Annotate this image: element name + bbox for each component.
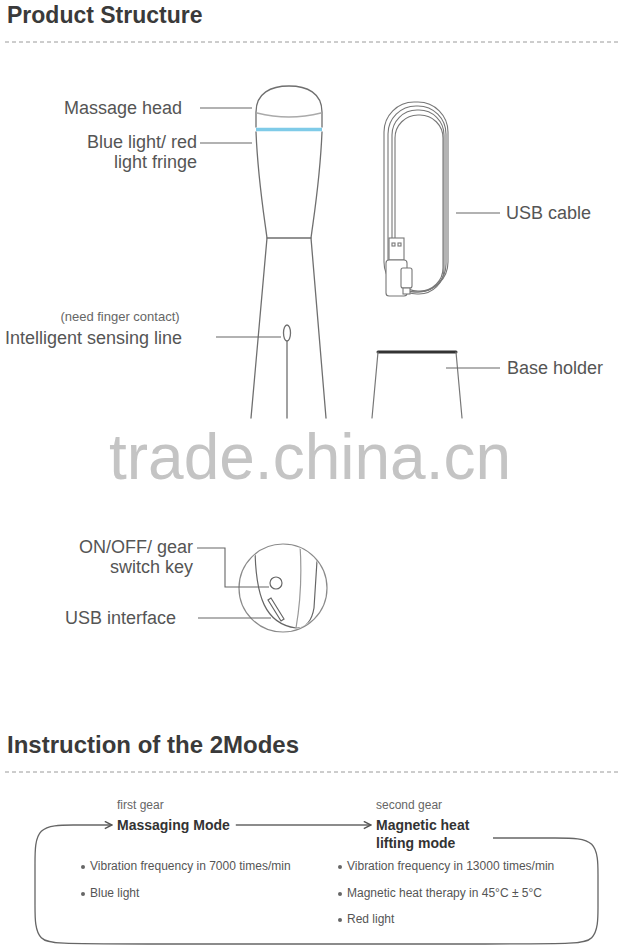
light-fringe (256, 128, 322, 132)
usb-plug (389, 238, 404, 260)
mode-box: first gearMassaging Mode (117, 798, 230, 834)
wand-body (251, 132, 267, 418)
mode-box: second gearMagnetic heat lifting mode (376, 798, 488, 852)
part-name: Blue light/ red light fringe (77, 132, 197, 172)
bullet-dot (81, 892, 85, 896)
part-name: Base holder (507, 357, 619, 379)
bullet-dot (338, 892, 342, 896)
section-heading: Product Structure (7, 2, 203, 29)
leader-line (197, 548, 269, 587)
leader-line (456, 212, 500, 213)
feature-item: Vibration frequency in 13000 times/min (347, 859, 593, 873)
wand-bottom (296, 545, 301, 628)
base-holder (378, 351, 456, 354)
dashed-rule (5, 772, 621, 773)
mode-title: Massaging Mode (117, 816, 230, 834)
feature-item: Red light (347, 912, 593, 926)
base-holder (372, 352, 462, 418)
usb-plug (392, 243, 395, 246)
gear-label: second gear (376, 798, 488, 813)
part-name: USB cable (506, 202, 618, 224)
sensing-line (286, 341, 287, 418)
leader-line (446, 367, 500, 368)
part-name: Intelligent sensing line (5, 327, 210, 349)
part-name: USB interface (65, 607, 190, 629)
bullet-dot (338, 918, 342, 922)
wand-seam (267, 237, 311, 238)
leader-line (200, 142, 252, 143)
watermark: trade.china.cn (60, 420, 560, 494)
leader-line (198, 617, 271, 618)
head-seam (257, 113, 321, 117)
part-name: Massage head (64, 97, 214, 119)
cycle-arrow (35, 825, 598, 944)
gear-label: first gear (117, 798, 230, 813)
bullet-dot (81, 865, 85, 869)
massage-head (256, 86, 322, 127)
dashed-rule (5, 42, 621, 43)
mode-title: Magnetic heat lifting mode (376, 816, 488, 852)
note: (need finger contact) (0, 309, 240, 325)
mode-arrow (236, 824, 371, 825)
usb-plug (398, 243, 401, 246)
micro-usb-plug (401, 268, 412, 288)
switch-key (270, 577, 282, 589)
bullet-dot (338, 865, 342, 869)
sensing-line (284, 325, 291, 341)
leader-line (216, 336, 281, 337)
feature-item: Magnetic heat therapy in 45°C ± 5°C (347, 886, 593, 900)
section-heading: Instruction of the 2Modes (7, 730, 407, 759)
part-name: ON/OFF/ gear switch key (58, 537, 193, 577)
micro-usb-plug (403, 288, 410, 294)
leader-line (200, 107, 252, 108)
feature-item: Blue light (90, 886, 330, 900)
feature-item: Vibration frequency in 7000 times/min (90, 859, 330, 873)
wand-body (311, 132, 326, 418)
detail-circle (239, 544, 327, 632)
